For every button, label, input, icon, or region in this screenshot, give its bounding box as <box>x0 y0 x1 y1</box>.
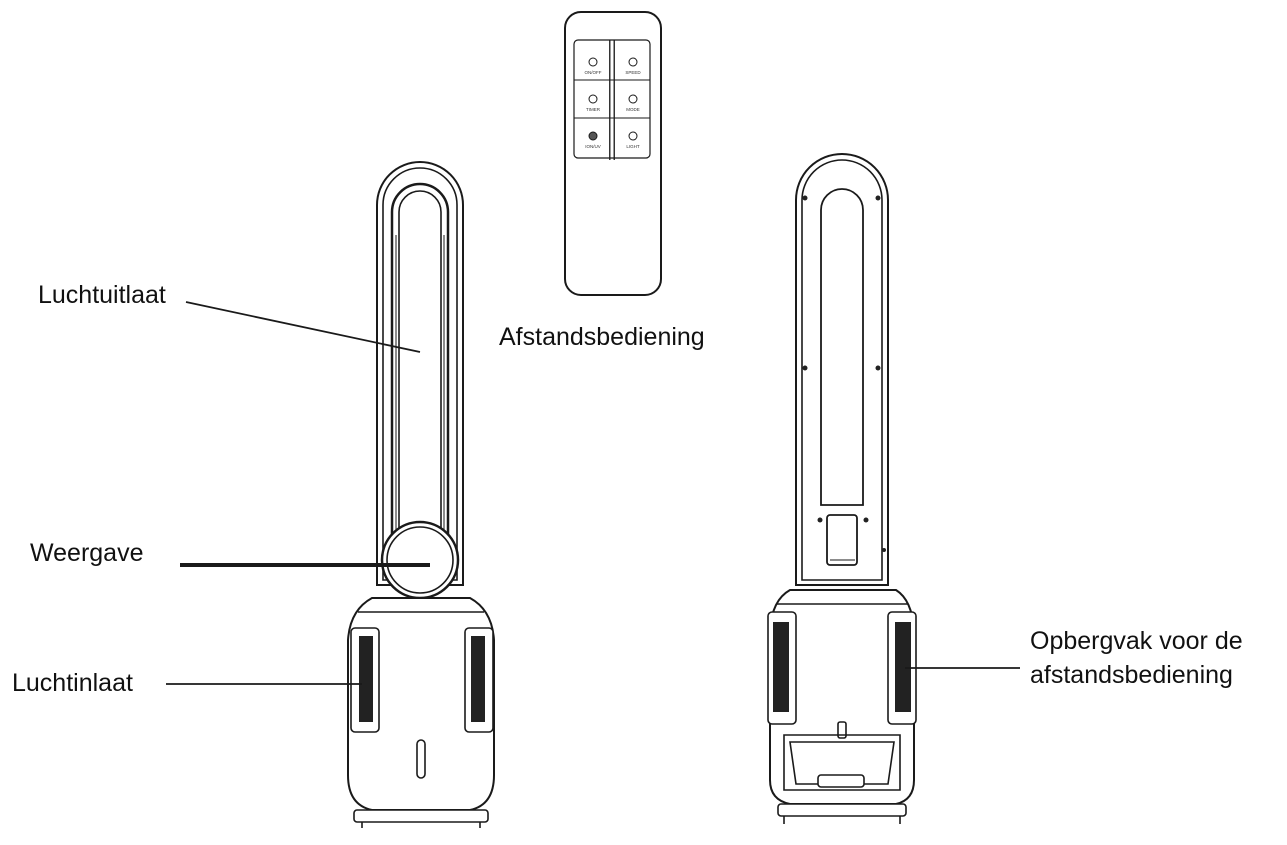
label-storage-line2: afstandsbediening <box>1030 661 1233 689</box>
remote-button-label: LIGHT <box>626 144 640 149</box>
air-inlet-grille-left <box>359 636 373 722</box>
remote-button-label: ON/OFF <box>585 70 602 75</box>
label-air-outlet: Luchtuitlaat <box>38 281 166 309</box>
label-remote: Afstandsbediening <box>499 323 705 351</box>
leader-line-air-outlet <box>185 301 421 353</box>
air-inlet-grille-right <box>471 636 485 722</box>
label-air-inlet: Luchtinlaat <box>12 669 133 697</box>
remote-button-label: MODE <box>626 107 640 112</box>
remote-button-label: ION/UV <box>585 144 601 149</box>
fan-front-view <box>347 161 495 828</box>
remote-button-icons <box>588 57 638 141</box>
remote-control: ON/OFF SPEED TIMER MODE ION/UV LIGHT <box>564 11 662 296</box>
label-display: Weergave <box>30 539 144 567</box>
remote-storage-slot <box>895 622 911 712</box>
fan-back-view <box>767 153 917 824</box>
remote-button-label: SPEED <box>625 70 641 75</box>
label-storage-line1: Opbergvak voor de <box>1030 627 1243 655</box>
remote-button-label: TIMER <box>586 107 601 112</box>
